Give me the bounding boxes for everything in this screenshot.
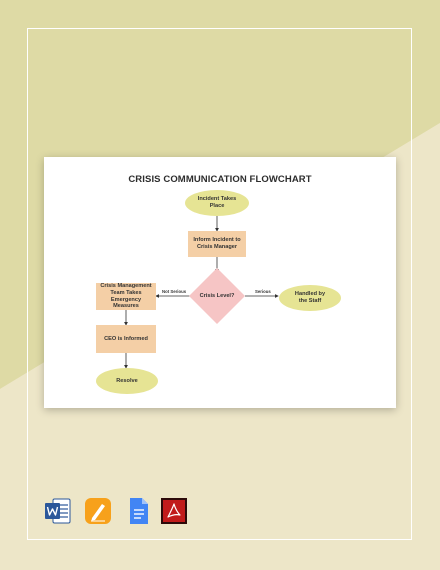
decision-diamond — [189, 268, 245, 324]
node-resolve: Resolve — [96, 368, 158, 394]
pages-icon[interactable] — [84, 497, 112, 525]
node-inform-label: Inform Incident to Crisis Manager — [193, 237, 241, 250]
node-inform: Inform Incident to Crisis Manager — [188, 231, 246, 257]
node-ceo-label: CEO is Informed — [104, 335, 148, 342]
node-handled: Handled by the Staff — [279, 285, 341, 311]
node-incident-label: Incident Takes Place — [197, 196, 237, 209]
connectors — [124, 216, 279, 369]
edge-label-serious: Serious — [255, 289, 271, 294]
node-team: Crisis Management Team Takes Emergency M… — [96, 283, 156, 310]
pdf-icon[interactable] — [160, 497, 188, 525]
edge-label-not-serious: Not Serious — [162, 289, 187, 294]
flowchart-sheet: CRISIS COMMUNICATION FLOWCHART Incident … — [44, 157, 396, 408]
node-resolve-label: Resolve — [116, 377, 138, 384]
google-docs-icon[interactable] — [124, 497, 152, 525]
outer-frame — [27, 28, 412, 540]
node-handled-label: Handled by the Staff — [294, 291, 326, 304]
node-level: Crisis Level? — [194, 289, 240, 303]
node-level-label: Crisis Level? — [199, 292, 235, 299]
node-ceo: CEO is Informed — [96, 325, 156, 353]
word-icon[interactable] — [44, 497, 72, 525]
node-incident: Incident Takes Place — [185, 190, 249, 216]
node-team-label: Crisis Management Team Takes Emergency M… — [100, 282, 152, 310]
page-title: CRISIS COMMUNICATION FLOWCHART — [128, 174, 312, 185]
